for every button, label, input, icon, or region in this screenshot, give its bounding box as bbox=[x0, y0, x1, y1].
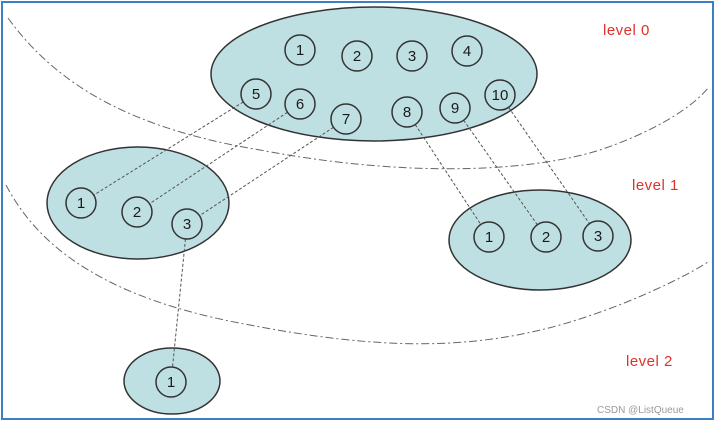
node-circle bbox=[396, 40, 428, 72]
node-circle bbox=[530, 221, 562, 253]
node-l0-3: 3 bbox=[396, 40, 428, 72]
group-ellipse-level0 bbox=[210, 6, 538, 142]
node-label: 3 bbox=[594, 228, 602, 245]
node-label: 8 bbox=[403, 104, 411, 121]
node-label: 2 bbox=[133, 204, 141, 221]
node-l1a-1: 1 bbox=[65, 187, 97, 219]
node-label: 3 bbox=[183, 216, 191, 233]
node-l0-4: 4 bbox=[451, 35, 483, 67]
link-l1a-3-to-l2-1 bbox=[172, 238, 186, 368]
node-l1b-2: 2 bbox=[530, 221, 562, 253]
nodes-layer: 1 2 3 4 5 6 7 8 9 10 1 2 3 1 2 3 1 bbox=[65, 34, 614, 398]
node-label: 7 bbox=[342, 111, 350, 128]
node-label: 1 bbox=[77, 195, 85, 212]
node-l2-1: 1 bbox=[155, 366, 187, 398]
node-circle bbox=[391, 96, 423, 128]
level-separator-1-2 bbox=[5, 184, 709, 345]
node-label: 10 bbox=[492, 87, 509, 104]
node-l1a-3: 3 bbox=[171, 208, 203, 240]
link-l0-5-to-l1a-1 bbox=[93, 101, 244, 196]
watermark: CSDN @ListQueue bbox=[597, 405, 684, 416]
node-circle bbox=[284, 88, 316, 120]
node-circle bbox=[155, 366, 187, 398]
node-circle bbox=[65, 187, 97, 219]
node-label: 1 bbox=[167, 374, 175, 391]
node-label: 1 bbox=[485, 229, 493, 246]
node-circle bbox=[484, 79, 516, 111]
node-circle bbox=[240, 78, 272, 110]
link-l0-7-to-l1a-3 bbox=[199, 126, 334, 217]
node-l1b-1: 1 bbox=[473, 221, 505, 253]
node-label: 5 bbox=[252, 86, 260, 103]
links-layer bbox=[93, 101, 590, 368]
node-label: 1 bbox=[296, 42, 304, 59]
node-l0-1: 1 bbox=[284, 34, 316, 66]
node-circle bbox=[451, 35, 483, 67]
node-label: 2 bbox=[353, 48, 361, 65]
link-l0-9-to-l1b-2 bbox=[463, 119, 538, 226]
node-circle bbox=[439, 92, 471, 124]
node-l0-2: 2 bbox=[341, 40, 373, 72]
node-label: 6 bbox=[296, 96, 304, 113]
level-label-1: level 1 bbox=[632, 177, 679, 194]
node-circle bbox=[473, 221, 505, 253]
node-circle bbox=[121, 196, 153, 228]
level-label-0: level 0 bbox=[603, 22, 650, 39]
node-label: 4 bbox=[463, 43, 471, 60]
link-l0-10-to-l1b-3 bbox=[508, 107, 590, 224]
node-l0-8: 8 bbox=[391, 96, 423, 128]
node-circle bbox=[330, 103, 362, 135]
node-circle bbox=[341, 40, 373, 72]
node-label: 9 bbox=[451, 100, 459, 117]
level-label-2: level 2 bbox=[626, 353, 673, 370]
node-l0-10: 10 bbox=[484, 79, 516, 111]
node-l1b-3: 3 bbox=[582, 220, 614, 252]
node-l0-9: 9 bbox=[439, 92, 471, 124]
node-l0-7: 7 bbox=[330, 103, 362, 135]
node-circle bbox=[284, 34, 316, 66]
node-circle bbox=[171, 208, 203, 240]
node-label: 2 bbox=[542, 229, 550, 246]
node-l0-6: 6 bbox=[284, 88, 316, 120]
node-label: 3 bbox=[408, 48, 416, 65]
node-circle bbox=[582, 220, 614, 252]
link-l0-6-to-l1a-2 bbox=[149, 111, 288, 205]
node-l1a-2: 2 bbox=[121, 196, 153, 228]
node-l0-5: 5 bbox=[240, 78, 272, 110]
